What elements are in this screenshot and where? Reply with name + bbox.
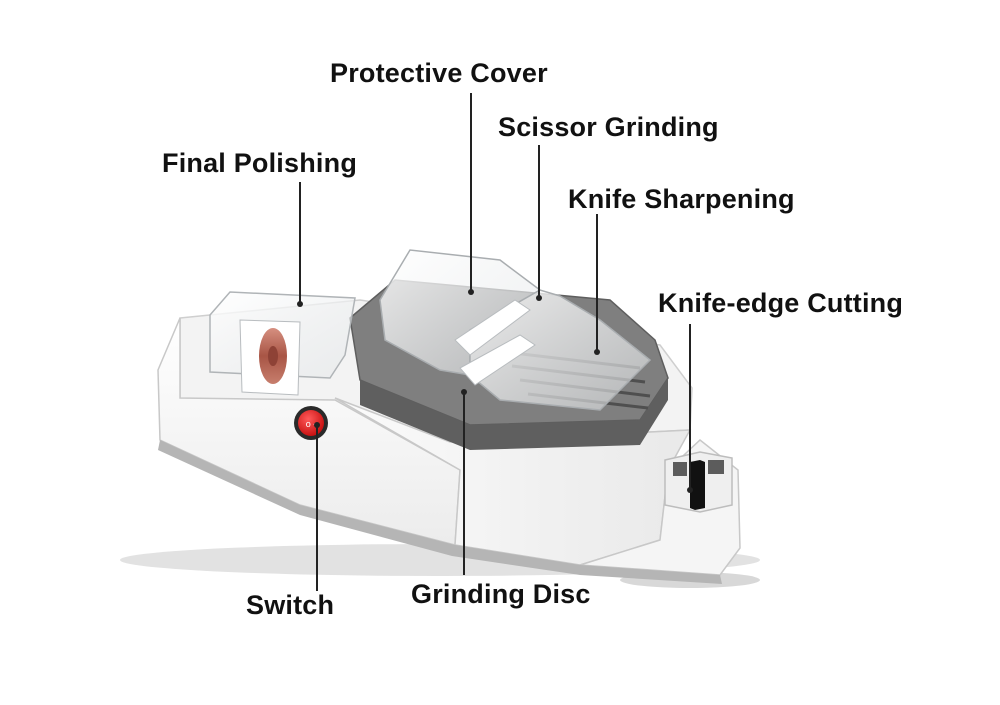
cover-ridge [454,299,531,356]
dot-knife-edge-cutting [687,487,693,493]
label-grinding-disc: Grinding Disc [411,579,591,609]
dot-switch [314,422,320,428]
knife-edge-pad-left [673,462,687,476]
label-knife-edge-cutting: Knife-edge Cutting [658,288,904,318]
gray-tray-front [360,378,668,450]
label-switch: Switch [246,590,335,620]
label-knife-sharpening: Knife Sharpening [568,184,795,214]
label-final-polishing: Final Polishing [162,148,358,178]
knife-edge-pad-right [708,460,724,474]
dot-final-polishing [297,301,303,307]
leader-lines [299,93,691,591]
switch-marks: o - [306,419,317,429]
knife-edge-slot [690,460,705,510]
dot-grinding-disc [461,389,467,395]
dot-knife-sharpening [594,349,600,355]
label-protective-cover: Protective Cover [330,58,548,88]
cover-hinge [459,334,536,386]
polishing-wheel-hub [268,346,278,366]
leader-dots [297,289,693,493]
dot-scissor-grinding [536,295,542,301]
label-scissor-grinding: Scissor Grinding [498,112,719,142]
dot-protective-cover [468,289,474,295]
